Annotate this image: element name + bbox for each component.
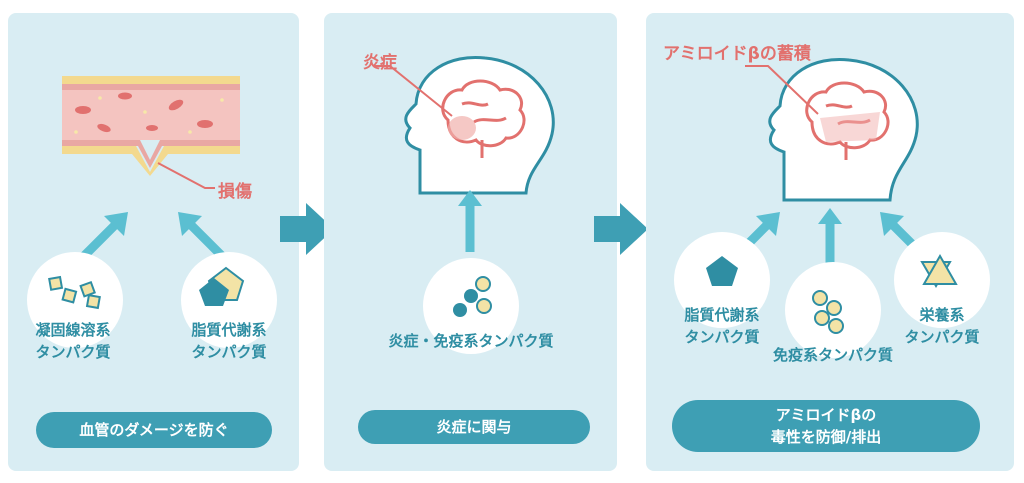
- protein-circle-immune: [423, 258, 519, 354]
- protein-label-lipid: 脂質代謝系 タンパク質: [191, 321, 267, 361]
- protein-label-lipid-2: 脂質代謝系 タンパク質: [684, 306, 760, 346]
- protein-label-immune: 炎症・免疫系タンパク質: [388, 332, 554, 350]
- amyloid-effect-button[interactable]: アミロイドβの 毒性を防御/排出: [672, 400, 980, 452]
- vascular-effect-button[interactable]: 血管のダメージを防ぐ: [36, 412, 272, 448]
- amyloid-callout: アミロイドβの蓄積: [663, 44, 811, 64]
- protein-label-immune-2: 免疫系タンパク質: [772, 346, 893, 364]
- damage-label: 損傷: [218, 182, 252, 202]
- protein-label-coagulation: 凝固線溶系 タンパク質: [35, 321, 111, 361]
- protein-circle-coagulation: [27, 252, 123, 348]
- protein-label-nutrition: 栄養系 タンパク質: [904, 306, 980, 346]
- inflammation-callout: 炎症: [363, 53, 397, 73]
- inflammation-effect-button[interactable]: 炎症に関与: [358, 410, 590, 444]
